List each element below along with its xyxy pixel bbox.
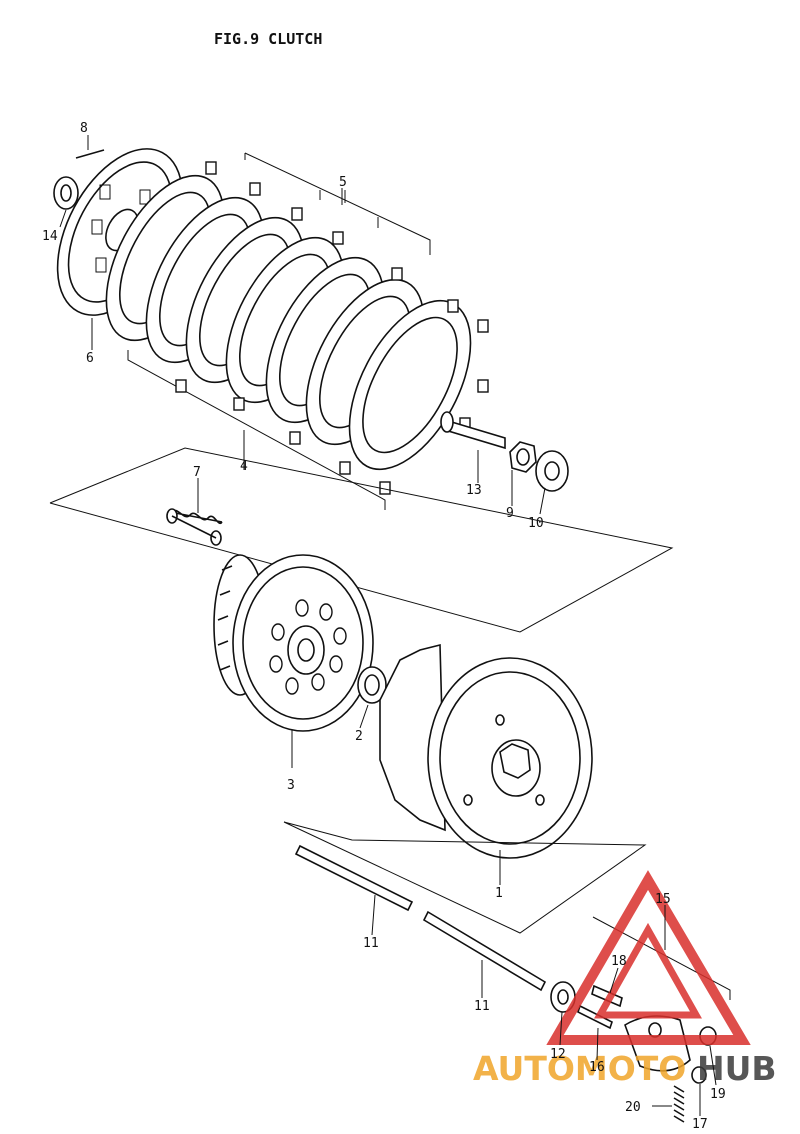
thrust-washer [357, 666, 387, 704]
callout-16: 16 [589, 1060, 605, 1075]
housing-gear [427, 657, 593, 859]
logo-text-right: HUB [697, 1049, 777, 1088]
callout-4: 4 [240, 459, 248, 474]
callout-1: 1 [495, 886, 503, 901]
callout-13: 13 [466, 483, 482, 498]
push-rod-2 [422, 910, 547, 992]
callout-15: 15 [655, 892, 671, 907]
callout-labels: 8 5 14 6 7 4 13 9 10 2 3 1 11 11 15 18 1… [42, 121, 726, 1132]
callout-3: 3 [287, 778, 295, 793]
callout-5: 5 [339, 175, 347, 190]
plates-bracket-top [244, 152, 431, 255]
callout-8: 8 [80, 121, 88, 136]
sleeve-hub [213, 554, 374, 732]
upper-group-frame [49, 447, 674, 633]
clutch-nut [509, 441, 537, 473]
plate-stack-group [53, 148, 569, 510]
callout-17: 17 [692, 1117, 708, 1132]
callout-7: 7 [193, 465, 201, 480]
plates-bracket-bottom [127, 350, 386, 510]
leader-lines [59, 135, 717, 1116]
housing-basket [379, 643, 446, 832]
figure-title: FIG.9 CLUTCH [214, 30, 322, 48]
callout-12: 12 [550, 1047, 566, 1062]
lower-group-frame [283, 821, 647, 934]
release-bearing [53, 176, 79, 210]
callout-18: 18 [611, 954, 627, 969]
callout-6: 6 [86, 351, 94, 366]
pin [75, 149, 105, 159]
push-rod-1 [294, 844, 414, 912]
callout-9: 9 [506, 506, 514, 521]
callout-20: 20 [625, 1100, 641, 1115]
logo-text-left: AUTOMOTO [473, 1049, 686, 1088]
lock-washer [535, 450, 569, 492]
callout-10: 10 [528, 516, 544, 531]
callout-11a: 11 [363, 936, 379, 951]
clutch-housing [379, 643, 593, 859]
clutch-spring [166, 508, 223, 546]
return-spring [673, 1085, 685, 1123]
callout-14: 14 [42, 229, 58, 244]
push-rods [294, 844, 547, 992]
callout-2: 2 [355, 729, 363, 744]
washer [691, 1066, 707, 1084]
callout-11b: 11 [474, 999, 490, 1014]
release-pushrod [444, 418, 506, 450]
clutch-plates [105, 161, 489, 495]
watermark-logo: AUTOMOTO HUB [473, 870, 777, 1088]
callout-19: 19 [710, 1087, 726, 1102]
logo-triangle [546, 870, 751, 1045]
